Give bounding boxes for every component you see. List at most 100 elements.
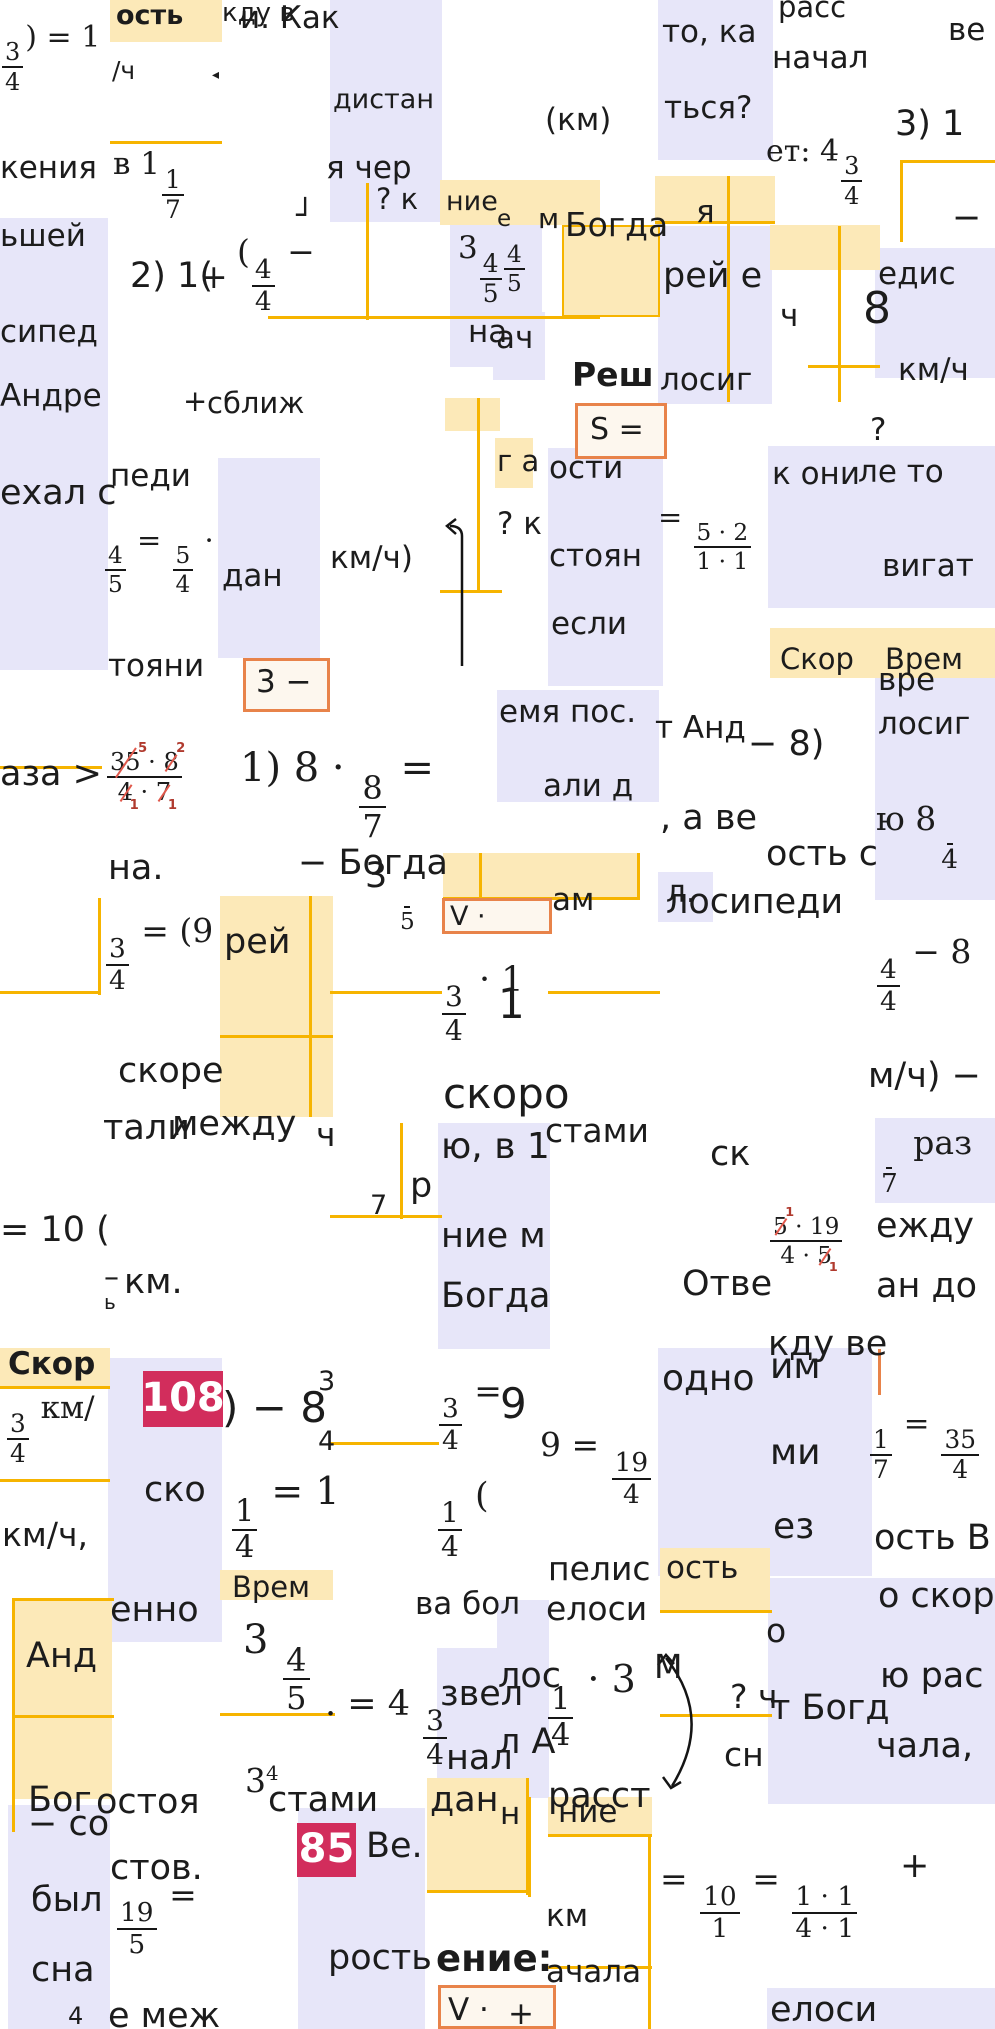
text-fragment: лос [498,1656,562,1696]
text-fragment: сближ [207,386,305,420]
text-fragment: елоси [770,1990,878,2029]
text-fragment: ости [549,450,624,486]
table-line [366,183,369,320]
table-line [808,365,880,368]
curved-double-arrow [650,1648,720,1798]
text-fragment: вре [878,662,936,698]
table-line [900,160,903,242]
heading-fragment: Реш [572,355,654,394]
text-fragment: если [551,606,628,642]
text-fragment: Андре [0,378,102,414]
table-header-fragment: Врем [885,642,964,676]
text-fragment: расст [548,1776,651,1816]
text-fragment: − 8) [748,724,825,764]
text-fragment: енно [110,1590,199,1630]
text-fragment: ьшей [0,218,86,254]
text-fragment: пелис [548,1549,651,1588]
text-fragment: е [497,206,512,232]
formula-fragment: V · [448,1992,489,2028]
text-fragment: км. [124,1262,183,1302]
text-fragment: ачала [546,1954,642,1990]
text-fragment: аза > [0,754,102,794]
text-fragment: лосиг [878,706,971,742]
text-fragment: 3 [365,856,388,896]
table-header-fragment: ость [666,1550,739,1586]
text-fragment: 3) 1 [895,104,965,144]
formula-fragment: S = [590,412,644,447]
text-fragment: на. [108,848,164,888]
text-fragment: я чер [326,150,412,186]
text-fragment: 4 [318,1426,336,1457]
text-fragment: ско [144,1470,206,1510]
problem-number-badge: 85 [297,1823,356,1877]
text-fragment: стами [545,1111,649,1150]
text-fragment: ежду [876,1206,974,1246]
formula-fragment: + [508,1996,534,2029]
text-fragment: между [172,1104,297,1144]
text-fragment: − Богда [298,843,448,883]
table-cell [445,398,500,431]
table-line [110,141,222,144]
text-fragment: звел [440,1674,524,1714]
text-fragment: ехал с [0,473,117,513]
text-fragment: ан до [876,1266,978,1306]
table-cell-text: ние [558,1794,618,1830]
table-header-fragment: Врем [232,1570,311,1604]
text-fragment: М [654,1647,683,1686]
table-cell [655,176,775,224]
table-line [0,1386,110,1389]
text-fragment: ч [780,298,799,334]
table-cell-text: дан [430,1780,499,1820]
text-fragment: остоя [96,1782,200,1822]
lavender-block [875,683,995,801]
problem-number-badge: 108 [141,1371,225,1427]
text-fragment: м [538,202,560,235]
heading-fragment: ение: [436,1937,553,1980]
table-line [900,160,995,163]
text-fragment: к они [772,456,860,492]
table-line [548,991,660,994]
text-fragment: ? к [376,182,419,216]
text-fragment: ч [316,1115,336,1154]
text-fragment: ми [770,1432,821,1473]
text-fragment: л А [498,1722,556,1762]
text-fragment: сипед [0,314,98,350]
table-line [427,1890,529,1893]
text-fragment: едис [878,256,956,292]
table-header-fragment: Скор [780,642,854,676]
text-fragment: ач [496,320,534,356]
arrow-glyph: ◂ [212,67,220,83]
text-fragment: был [31,1880,103,1920]
text-fragment: и. Как [240,0,340,36]
table-line [548,1834,652,1837]
text-fragment: ве [948,12,986,48]
text-fragment: + [183,384,208,418]
text-fragment: скоре [118,1051,224,1091]
text-fragment: т Анд [655,710,746,746]
text-fragment: ? к [497,506,543,542]
formula-fragment: 3 − [256,664,312,700]
table-line [0,1479,110,1482]
text-fragment: ск [710,1134,751,1174]
text-fragment: км/ч [898,352,969,388]
table-header-fragment: ние [446,186,498,217]
text-fragment: – [104,1260,119,1295]
text-fragment: лосиг [660,362,753,398]
text-fragment: расс [778,0,847,24]
text-fragment: 8 [863,283,891,334]
text-fragment: ю, в 1 [441,1126,550,1167]
text-fragment: им [770,1346,821,1387]
text-fragment: ние м [441,1216,546,1256]
text-fragment: тояни [108,648,205,684]
